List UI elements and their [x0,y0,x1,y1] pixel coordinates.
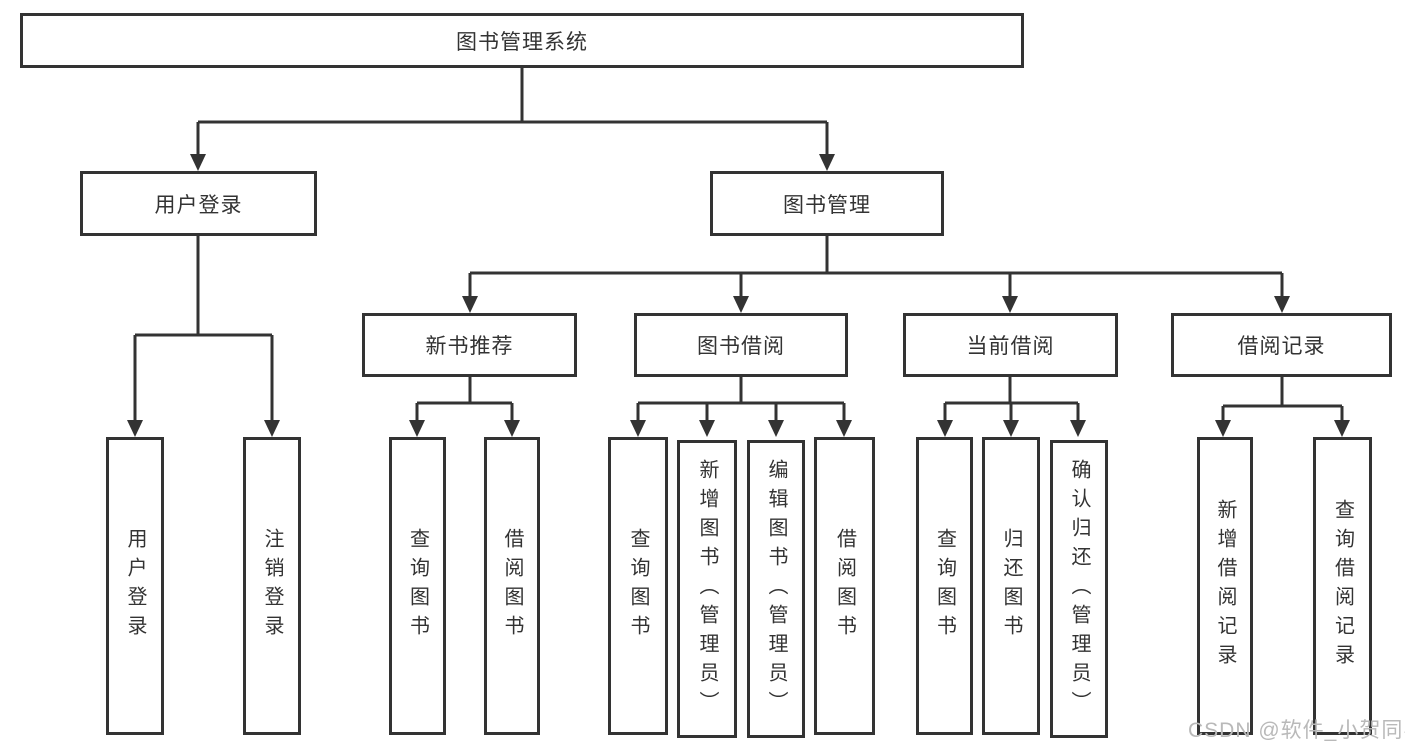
arrow-down-icon [819,154,835,171]
arrow-down-icon [768,420,784,437]
arrow-down-icon [937,420,953,437]
node-label: 借阅记录 [1237,335,1326,358]
node-leaf-logout: 注销登录 [243,437,301,735]
node-book-management: 图书管理 [710,171,944,236]
node-user-login: 用户登录 [80,171,317,236]
node-leaf-borrow-books: 借阅图书 [814,437,875,735]
node-leaf-borrow-books-recommend: 借阅图书 [484,437,540,735]
node-leaf-user-login: 用户登录 [106,437,164,735]
node-label: 用户登录 [154,193,243,217]
node-label: 用户登录 [124,528,146,644]
node-current-borrowing: 当前借阅 [903,313,1118,377]
node-label: 归还图书 [1000,528,1022,644]
node-label: 当前借阅 [966,335,1055,358]
node-borrowing-records: 借阅记录 [1171,313,1392,377]
arrow-down-icon [127,420,143,437]
node-label: 确认归还（管理员） [1068,458,1090,720]
node-label: 新增借阅记录 [1214,499,1236,673]
node-label: 查询借阅记录 [1331,499,1354,673]
arrow-down-icon [1003,420,1019,437]
node-root-system: 图书管理系统 [20,13,1024,68]
node-label: 新书推荐 [425,335,514,358]
arrow-down-icon [1215,420,1231,437]
arrow-down-icon [190,154,206,171]
node-leaf-query-books-current: 查询图书 [916,437,973,735]
arrow-down-icon [1334,420,1350,437]
arrow-down-icon [504,420,520,437]
node-leaf-query-books-borrow: 查询图书 [608,437,668,735]
node-leaf-edit-books-admin: 编辑图书（管理员） [747,440,805,738]
arrow-down-icon [836,420,852,437]
node-label: 借阅图书 [501,528,523,644]
arrow-down-icon [1274,296,1290,313]
node-leaf-query-books-recommend: 查询图书 [389,437,446,735]
node-label: 编辑图书（管理员） [765,458,787,720]
arrow-down-icon [1070,420,1086,437]
node-label: 注销登录 [261,528,283,644]
node-label: 查询图书 [933,528,956,644]
node-label: 查询图书 [406,528,429,644]
node-leaf-add-borrow-record: 新增借阅记录 [1197,437,1253,735]
arrow-down-icon [264,420,280,437]
node-label: 图书管理 [783,193,871,217]
node-book-borrowing: 图书借阅 [634,313,848,377]
node-label: 查询图书 [627,528,649,644]
node-label: 新增图书（管理员） [696,458,718,720]
node-leaf-confirm-return-admin: 确认归还（管理员） [1050,440,1108,738]
watermark-text: CSDN @软件_小贺同学 [1188,719,1405,742]
node-label: 图书管理系统 [456,30,588,54]
arrow-down-icon [462,296,478,313]
node-label: 图书借阅 [697,335,785,358]
node-leaf-return-books: 归还图书 [982,437,1040,735]
node-leaf-query-borrow-record: 查询借阅记录 [1313,437,1372,735]
node-leaf-add-books-admin: 新增图书（管理员） [677,440,737,738]
arrow-down-icon [1002,296,1018,313]
arrow-down-icon [699,420,715,437]
node-new-book-recommend: 新书推荐 [362,313,577,377]
arrow-down-icon [733,296,749,313]
node-label: 借阅图书 [833,528,856,644]
arrow-down-icon [409,420,425,437]
arrow-down-icon [630,420,646,437]
